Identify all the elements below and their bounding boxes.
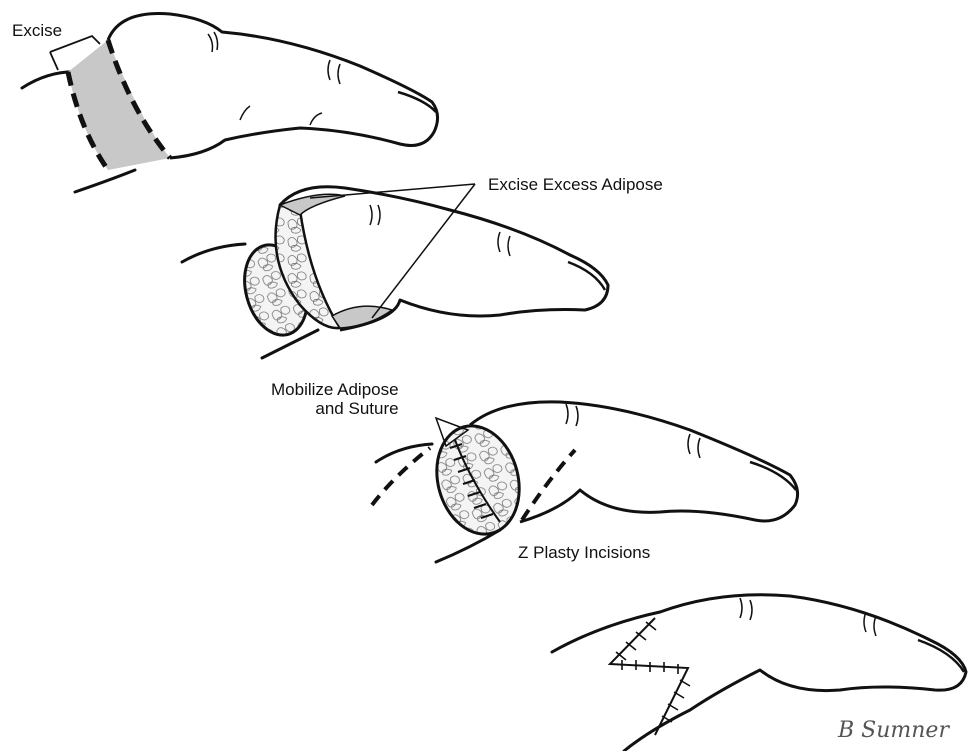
sutured-adipose-face (425, 417, 531, 544)
excision-band (68, 40, 170, 170)
panel-2-finger-excise-adipose (182, 184, 608, 358)
z-plasty-line-distal (522, 450, 575, 520)
hand-outline (376, 444, 432, 462)
label-excise-excess-adipose: Excise Excess Adipose (488, 175, 663, 194)
label-excise: Excise (12, 21, 62, 40)
panel-3-finger-suture (372, 402, 798, 562)
label-mobilize-adipose: Mobilize Adipose and Suture (271, 380, 399, 418)
hand-lower-outline (75, 170, 135, 192)
z-plasty-line-proximal (372, 448, 430, 505)
finger-outline (660, 595, 966, 710)
label-mobilize-line1: Mobilize Adipose (271, 380, 399, 399)
artist-signature: B Sumner (838, 718, 949, 743)
label-mobilize-line2: and Suture (271, 399, 399, 418)
z-plasty-stitches (616, 622, 690, 722)
panel-1-finger-excise (22, 14, 438, 192)
hand-outline (552, 612, 660, 652)
finger-outline (108, 14, 438, 158)
label-z-plasty: Z Plasty Incisions (518, 543, 650, 562)
nail-outline (568, 262, 605, 290)
finger-outline (470, 402, 798, 522)
hand-outline (182, 244, 245, 262)
